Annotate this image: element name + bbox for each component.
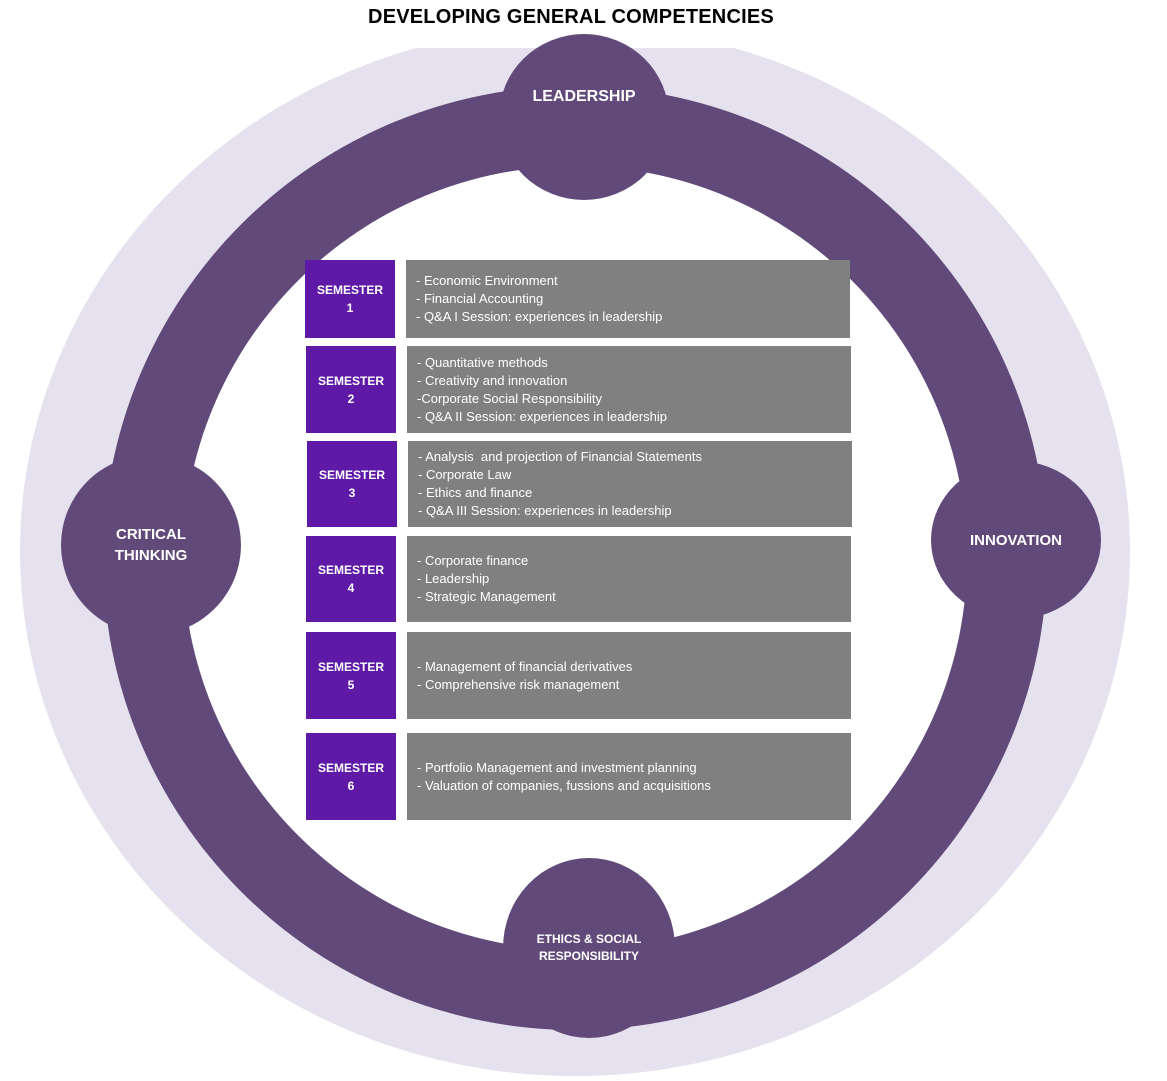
course-item: - Financial Accounting [416,291,544,306]
semester-4-courses: - Corporate finance - Leadership - Strat… [407,536,851,622]
semester-5-box: SEMESTER 5 [306,632,396,719]
innovation-label: INNOVATION [970,531,1062,549]
ethics-social-responsibility-label: ETHICS & SOCIAL RESPONSIBILITY [536,932,642,963]
course-item: - Analysis and projection of Financial S… [418,449,702,464]
critical-thinking-label: CRITICAL THINKING [114,526,188,564]
semester-2-courses: - Quantitative methods - Creativity and … [407,346,851,433]
course-item: - Corporate finance [417,553,529,568]
course-item: - Q&A III Session: experiences in leader… [418,503,672,518]
course-item: - Leadership [417,571,490,586]
semester-2-box: SEMESTER 2 [306,346,396,433]
course-item: - Portfolio Management and investment pl… [417,759,697,775]
semester-6-courses: - Portfolio Management and investment pl… [407,733,851,820]
semester-4-box: SEMESTER 4 [306,536,396,622]
semester-3-box: SEMESTER 3 [307,441,397,527]
course-item: - Ethics and finance [418,485,533,500]
course-item: - Quantitative methods [417,354,548,370]
course-item: - Creativity and innovation [417,372,568,388]
course-item: -Corporate Social Responsibility [417,390,602,406]
semester-6-box: SEMESTER 6 [306,733,396,820]
course-item: - Valuation of companies, fussions and a… [417,777,711,793]
course-item: - Q&A II Session: experiences in leaders… [417,408,668,424]
course-item: - Corporate Law [418,467,512,482]
innovation-node: INNOVATION [931,461,1101,619]
semester-1-box: SEMESTER 1 [305,260,395,338]
leadership-label: LEADERSHIP [532,88,636,105]
course-item: - Q&A I Session: experiences in leadersh… [416,309,663,324]
semester-1-courses: - Economic Environment - Financial Accou… [406,260,850,338]
semester-3-courses: - Analysis and projection of Financial S… [408,441,852,527]
course-item: - Economic Environment [416,273,558,288]
course-item: - Management of financial derivatives [417,658,633,674]
critical-thinking-node: CRITICAL THINKING [61,455,241,635]
semester-5-courses: - Management of financial derivatives - … [407,632,851,719]
course-item: - Comprehensive risk management [417,676,620,692]
course-item: - Strategic Management [417,589,556,604]
leadership-node: LEADERSHIP [499,34,669,200]
ethics-social-responsibility-node: ETHICS & SOCIAL RESPONSIBILITY [503,858,675,1038]
diagram-title: DEVELOPING GENERAL COMPETENCIES [368,6,774,28]
